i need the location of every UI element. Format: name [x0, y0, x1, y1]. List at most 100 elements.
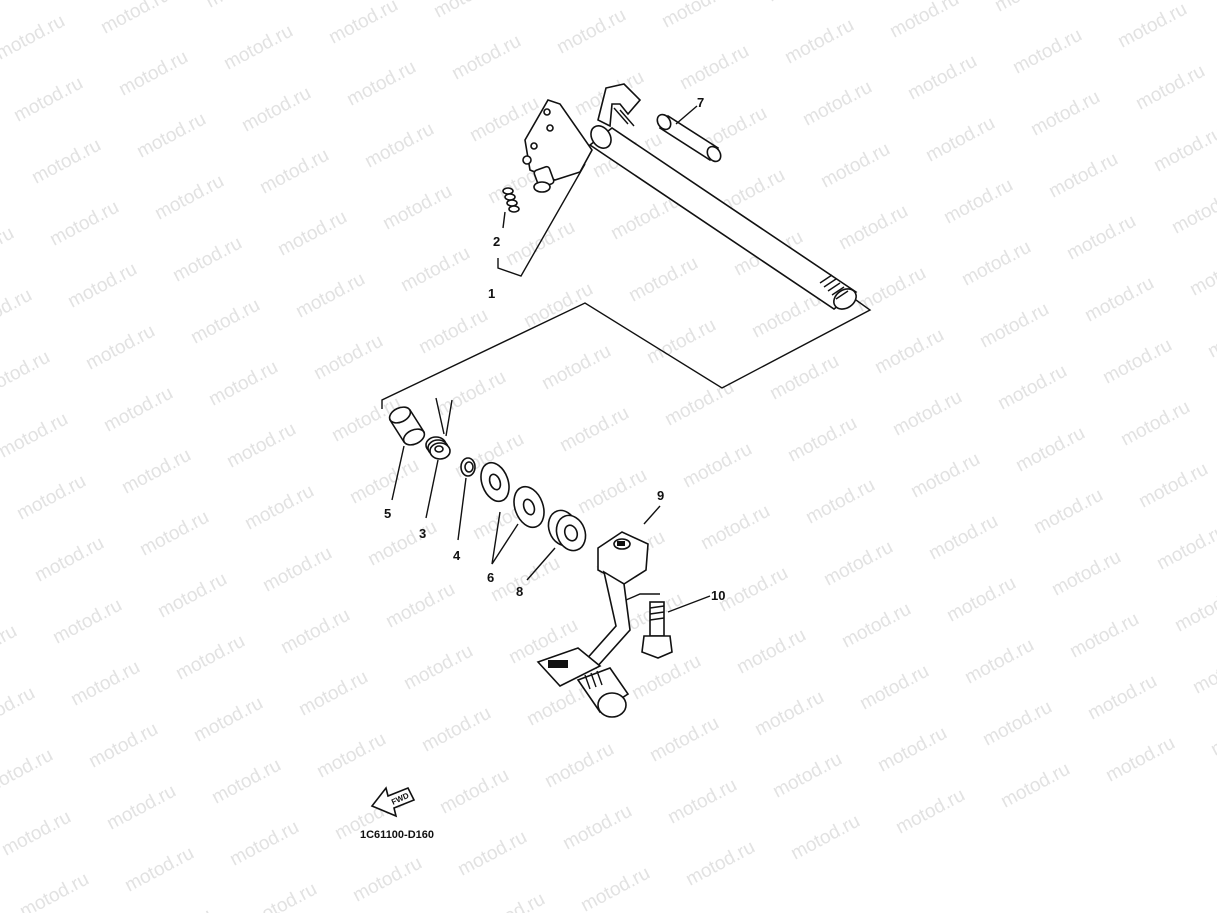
watermark-text: motod.ru — [820, 537, 896, 591]
shaft-group-bracket — [381, 163, 872, 409]
label-part-6: 6 — [487, 570, 494, 585]
watermark-text: motod.ru — [733, 625, 809, 679]
watermark-text: motod.ru — [100, 383, 176, 437]
watermark-text: motod.ru — [577, 863, 653, 913]
watermark-text: motod.ru — [364, 517, 440, 571]
watermark-text: motod.ru — [487, 553, 563, 607]
watermark-text: motod.ru — [202, 0, 278, 12]
watermark-text: motod.ru — [64, 259, 140, 313]
watermark-text: motod.ru — [976, 299, 1052, 353]
watermark-text: motod.ru — [715, 563, 791, 617]
watermark-text: motod.ru — [874, 723, 950, 777]
watermark-text: motod.ru — [361, 119, 437, 173]
watermark-text: motod.ru — [433, 367, 509, 421]
watermark-text: motod.ru — [856, 661, 932, 715]
watermark-text: motod.ru — [658, 0, 734, 32]
watermark-text: motod.ru — [472, 889, 548, 913]
watermark-text: motod.ru — [136, 507, 212, 561]
watermark-text: motod.ru — [664, 775, 740, 829]
watermark-text: motod.ru — [541, 739, 617, 793]
watermark-text: motod.ru — [430, 0, 506, 22]
watermark-text: motod.ru — [0, 745, 57, 799]
watermark-text: motod.ru — [1063, 211, 1139, 265]
watermark-text: motod.ru — [0, 11, 69, 65]
watermark-text: motod.ru — [82, 321, 158, 375]
watermark-text: motod.ru — [1045, 149, 1121, 203]
watermark-text: motod.ru — [415, 305, 491, 359]
watermark-text: motod.ru — [1114, 0, 1190, 52]
watermark-text: motod.ru — [208, 755, 284, 809]
watermark-text: motod.ru — [1081, 273, 1157, 327]
watermark-text: motod.ru — [454, 827, 530, 881]
watermark-text: motod.ru — [520, 279, 596, 333]
watermark-text: motod.ru — [154, 569, 230, 623]
watermark-text: motod.ru — [625, 253, 701, 307]
watermark-text: motod.ru — [1117, 397, 1193, 451]
watermark-text: motod.ru — [1189, 645, 1217, 699]
watermark-text: motod.ru — [922, 113, 998, 167]
watermark-text: motod.ru — [1066, 609, 1142, 663]
watermark-text: motod.ru — [1207, 707, 1217, 761]
stopper-pin — [656, 105, 722, 163]
watermark-text: motod.ru — [646, 713, 722, 767]
watermark-text: motod.ru — [502, 217, 578, 271]
collar — [388, 406, 426, 501]
watermark-text: motod.ru — [1204, 309, 1217, 363]
watermark-text: motod.ru — [991, 0, 1067, 16]
watermark-text: motod.ru — [1171, 583, 1217, 637]
watermark-text: motod.ru — [133, 109, 209, 163]
label-part-3: 3 — [419, 526, 426, 541]
watermark-text: motod.ru — [0, 285, 36, 339]
watermark-text: motod.ru — [274, 207, 350, 261]
watermark-text: motod.ru — [151, 171, 227, 225]
watermark-text: motod.ru — [220, 21, 296, 75]
torsion-spring-small — [502, 187, 520, 229]
watermark-text: motod.ru — [238, 83, 314, 137]
watermark-text: motod.ru — [787, 811, 863, 865]
watermark-text: motod.ru — [205, 357, 281, 411]
watermark-text: motod.ru — [121, 843, 197, 897]
watermark-text: motod.ru — [0, 223, 18, 277]
watermark-text: motod.ru — [997, 759, 1073, 813]
fwd-arrow: FWD — [370, 786, 416, 818]
watermark-text: motod.ru — [817, 139, 893, 193]
watermark-text: motod.ru — [853, 263, 929, 317]
watermark-text: motod.ru — [559, 801, 635, 855]
label-part-5: 5 — [384, 506, 391, 521]
watermark-text: motod.ru — [643, 315, 719, 369]
watermark-text: motod.ru — [31, 533, 107, 587]
watermark-text: motod.ru — [940, 175, 1016, 229]
watermark-text: motod.ru — [1186, 247, 1217, 301]
torsion-spring — [425, 397, 453, 519]
watermark-text: motod.ru — [556, 403, 632, 457]
change-pedal — [536, 505, 661, 718]
watermark-text: motod.ru — [1135, 459, 1211, 513]
watermark-text: motod.ru — [676, 41, 752, 95]
watermark-text: motod.ru — [118, 445, 194, 499]
watermark-text: motod.ru — [1030, 485, 1106, 539]
watermark-text: motod.ru — [16, 869, 92, 913]
watermark-text: motod.ru — [418, 703, 494, 757]
diagram-code: 1C61100-D160 — [360, 829, 434, 841]
oil-seal — [526, 509, 587, 581]
watermark-text: motod.ru — [1168, 185, 1217, 239]
watermark-text: motod.ru — [0, 559, 3, 613]
watermark-text: motod.ru — [1084, 671, 1160, 725]
watermark-text: motod.ru — [661, 377, 737, 431]
watermark-text: motod.ru — [172, 631, 248, 685]
label-part-7: 7 — [697, 95, 704, 110]
watermark-text: motod.ru — [835, 201, 911, 255]
watermark-text: motod.ru — [838, 599, 914, 653]
watermark-text: motod.ru — [886, 0, 962, 42]
watermark-text: motod.ru — [802, 475, 878, 529]
watermark-text: motod.ru — [325, 0, 401, 48]
watermark-text: motod.ru — [448, 31, 524, 85]
watermark-text: motod.ru — [1102, 733, 1178, 787]
watermark-text: motod.ru — [0, 347, 54, 401]
watermark-text: motod.ru — [1150, 123, 1217, 177]
washers — [480, 461, 545, 565]
watermark-text: motod.ru — [382, 579, 458, 633]
watermark-text: motod.ru — [259, 543, 335, 597]
watermark-text: motod.ru — [748, 289, 824, 343]
